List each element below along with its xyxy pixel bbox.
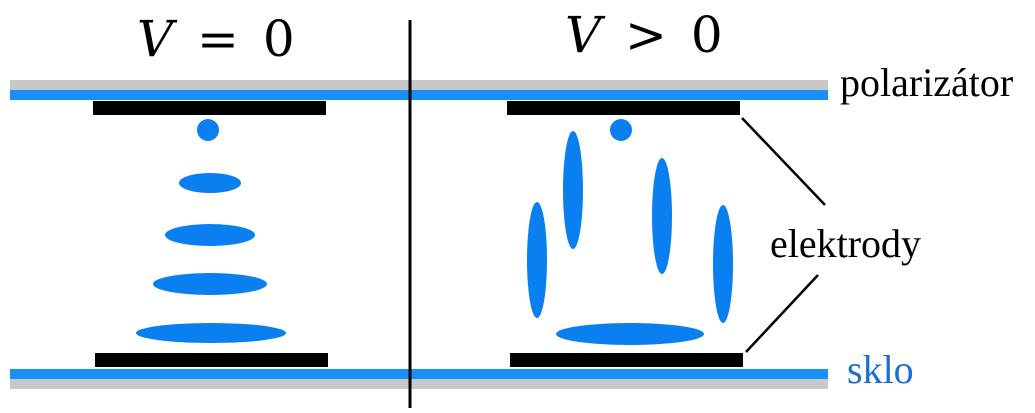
top-polarizer-glass: [10, 80, 828, 100]
molecule: [713, 205, 733, 323]
molecule: [197, 119, 219, 141]
molecule: [652, 158, 672, 274]
left-liquid-crystal: [136, 119, 286, 343]
leader-line-top: [741, 117, 826, 206]
left-condition-label: V = 0: [137, 14, 295, 64]
left-var: V: [137, 10, 174, 68]
right-var: V: [565, 6, 602, 64]
electrode-bottom-left: [95, 353, 328, 367]
right-condition-label: V > 0: [565, 10, 723, 60]
glass-label: sklo: [847, 347, 914, 392]
electrodes-label: elektrody: [770, 221, 922, 266]
top-glass: [10, 90, 828, 100]
electrode-top-left: [93, 101, 326, 115]
bottom-polarizer-glass: [10, 369, 828, 389]
right-op: >: [625, 6, 667, 64]
molecule: [153, 273, 267, 295]
top-polarizer: [10, 80, 828, 90]
molecule: [563, 131, 583, 249]
molecule: [610, 119, 632, 141]
molecule: [179, 173, 241, 193]
right-liquid-crystal: [527, 119, 733, 345]
polarizer-label: polarizátor: [840, 60, 1014, 105]
molecule: [527, 202, 547, 318]
bottom-glass: [10, 369, 828, 379]
bottom-polarizer: [10, 379, 828, 389]
molecule: [556, 323, 704, 345]
left-op: =: [197, 10, 239, 68]
molecule: [165, 224, 255, 246]
electrode-top-right: [507, 101, 740, 115]
molecule: [136, 323, 286, 343]
leader-line-bottom: [745, 274, 819, 353]
electrode-bottom-right: [510, 353, 743, 367]
right-val: 0: [690, 6, 723, 64]
left-val: 0: [262, 10, 295, 68]
